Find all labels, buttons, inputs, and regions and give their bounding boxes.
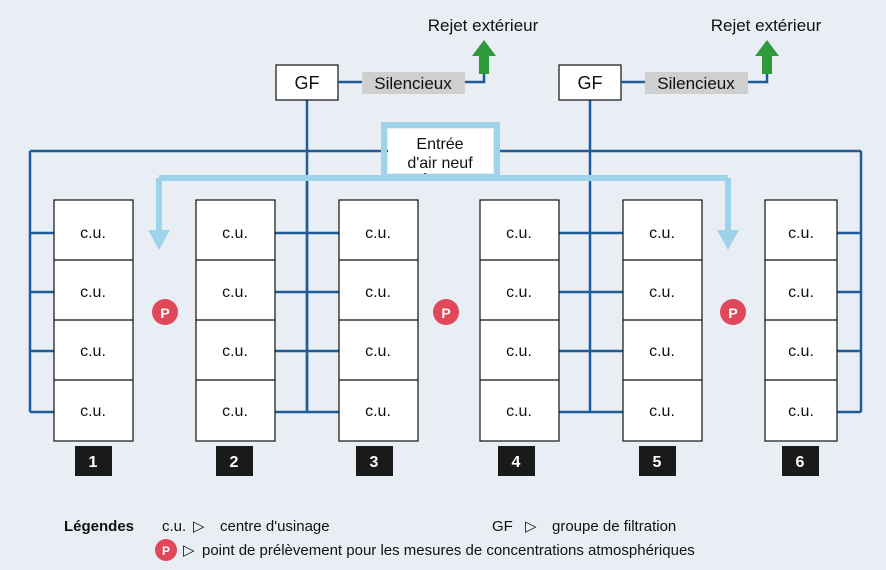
sampling-point-icon <box>433 299 459 325</box>
machine-column-6: c.u. c.u. c.u. c.u. 6 <box>764 199 838 476</box>
filter-unit-left: GF Silencieux Rejet extérieur <box>275 16 539 101</box>
sampling-point: P <box>720 299 746 325</box>
fresh-air-label-bg <box>388 129 493 173</box>
machine-label: c.u. <box>222 343 248 360</box>
legend-symbol-gf: GF <box>492 518 513 535</box>
machine-label: c.u. <box>506 343 532 360</box>
column-number: 5 <box>653 454 662 471</box>
legend: Légendes c.u. ▷ centre d'usinage GF ▷ gr… <box>64 518 695 561</box>
extraction-ducts <box>28 100 863 414</box>
machine-label: c.u. <box>788 225 814 242</box>
machine-column-4: c.u. c.u. c.u. c.u. 4 <box>479 199 560 476</box>
fresh-air-label-line2: d'air neuf <box>407 155 473 172</box>
fresh-air-arrow-right <box>717 230 739 250</box>
filter-unit-box <box>275 64 339 101</box>
sampling-point-icon <box>152 299 178 325</box>
machine-column-3: c.u. c.u. c.u. c.u. 3 <box>338 199 419 476</box>
legend-text-cu: centre d'usinage <box>220 518 330 535</box>
column-number-badge <box>356 446 393 476</box>
column-number-badge <box>782 446 819 476</box>
legend-symbol-p: P <box>162 544 170 558</box>
silencer-label: Silencieux <box>374 74 452 93</box>
silencer-label: Silencieux <box>657 74 735 93</box>
machine-label: c.u. <box>506 284 532 301</box>
machine-label: c.u. <box>649 225 675 242</box>
machine-columns: c.u. c.u. c.u. c.u. 1 c.u. c.u. c.u. c.u… <box>53 199 838 476</box>
column-number-badge <box>216 446 253 476</box>
exhaust-label: Rejet extérieur <box>428 16 539 35</box>
filter-unit-label: GF <box>295 73 320 93</box>
sampling-point-icon <box>720 299 746 325</box>
machine-label: c.u. <box>365 225 391 242</box>
sampling-points: P P P <box>152 299 746 325</box>
column-number: 2 <box>230 454 239 471</box>
sampling-point-label: P <box>160 305 169 321</box>
column-number-badge <box>498 446 535 476</box>
fresh-air-label-line1: Entrée <box>416 136 463 153</box>
machine-column-5: c.u. c.u. c.u. c.u. 5 <box>622 199 703 476</box>
machine-label: c.u. <box>222 284 248 301</box>
machine-label: c.u. <box>80 403 106 420</box>
right-branches <box>559 231 861 414</box>
machine-label: c.u. <box>365 284 391 301</box>
column-number-badge <box>75 446 112 476</box>
column-number: 6 <box>796 454 805 471</box>
sampling-point-label: P <box>441 305 450 321</box>
machine-label: c.u. <box>365 343 391 360</box>
column-number: 3 <box>370 454 379 471</box>
filter-unit-right: GF Silencieux Rejet extérieur <box>558 16 822 101</box>
silencer-box <box>645 72 748 94</box>
fresh-air-arrow-left <box>148 230 170 250</box>
machine-label: c.u. <box>649 403 675 420</box>
legend-text-p: point de prélèvement pour les mesures de… <box>202 542 695 559</box>
legend-text-gf: groupe de filtration <box>552 518 676 535</box>
machine-label: c.u. <box>649 284 675 301</box>
machine-label: c.u. <box>80 284 106 301</box>
column-number: 4 <box>512 454 521 471</box>
legend-title: Légendes <box>64 518 134 535</box>
exhaust-arrow-icon <box>755 40 779 74</box>
exhaust-arrow-icon <box>472 40 496 74</box>
machine-column-2: c.u. c.u. c.u. c.u. 2 <box>195 199 276 476</box>
silencer-box <box>362 72 465 94</box>
filter-unit-label: GF <box>578 73 603 93</box>
column-number-badge <box>639 446 676 476</box>
sampling-point: P <box>152 299 178 325</box>
machine-label: c.u. <box>365 403 391 420</box>
legend-arrow-icon: ▷ <box>183 542 195 559</box>
fresh-air-duct: Entrée d'air neuf <box>148 122 739 250</box>
exhaust-label: Rejet extérieur <box>711 16 822 35</box>
legend-symbol-cu: c.u. <box>162 518 186 535</box>
machine-label: c.u. <box>222 225 248 242</box>
machine-column-1: c.u. c.u. c.u. c.u. 1 <box>53 199 134 476</box>
machine-label: c.u. <box>788 403 814 420</box>
legend-sampling-icon <box>155 539 177 561</box>
machine-label: c.u. <box>506 403 532 420</box>
machine-label: c.u. <box>649 343 675 360</box>
machine-label: c.u. <box>222 403 248 420</box>
fresh-air-distribution <box>156 175 731 232</box>
legend-arrow-icon: ▷ <box>525 518 537 535</box>
left-branches <box>30 231 339 414</box>
machine-label: c.u. <box>80 343 106 360</box>
sampling-point-label: P <box>728 305 737 321</box>
machine-label: c.u. <box>80 225 106 242</box>
machine-label: c.u. <box>506 225 532 242</box>
column-number: 1 <box>89 454 98 471</box>
machine-label: c.u. <box>788 284 814 301</box>
machine-label: c.u. <box>788 343 814 360</box>
sampling-point: P <box>433 299 459 325</box>
legend-arrow-icon: ▷ <box>193 518 205 535</box>
